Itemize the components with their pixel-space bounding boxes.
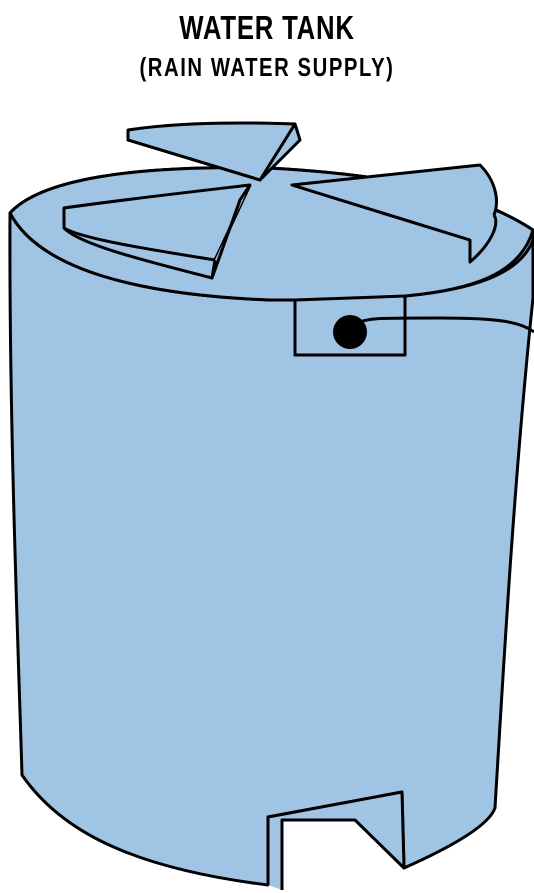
water-tank-diagram: WATER TANK (RAIN WATER SUPPLY) [0, 0, 534, 893]
tank-illustration [0, 0, 534, 893]
